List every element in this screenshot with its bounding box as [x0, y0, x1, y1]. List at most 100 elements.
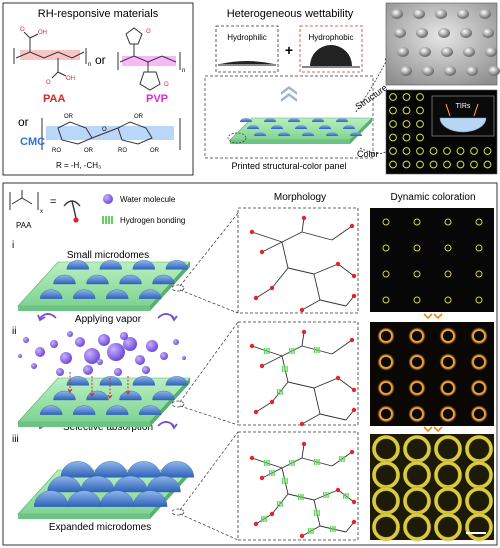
carboxyl-group — [335, 261, 341, 267]
microdome — [39, 289, 63, 299]
color-ring — [444, 244, 452, 252]
hydrogen-bond — [271, 470, 273, 476]
microdome — [271, 125, 283, 129]
color-ring — [389, 93, 397, 101]
hydrogen-bond — [282, 366, 284, 372]
microdome — [53, 274, 76, 285]
stage-2-number: ii — [12, 326, 16, 337]
morphology-box-2 — [237, 321, 359, 426]
hydrogen-bond — [264, 460, 266, 466]
microdome — [326, 132, 338, 136]
hydrogen-bond — [264, 348, 266, 354]
hydrogen-bond — [289, 348, 291, 354]
hydrogen-bond — [279, 389, 281, 395]
coloration-image-1 — [370, 208, 494, 312]
microdome — [132, 260, 156, 270]
hydrogen-bond — [263, 516, 265, 522]
carboxyl-group — [301, 215, 307, 221]
hydrogen-bond — [314, 347, 316, 353]
microdome — [165, 260, 189, 270]
tirs-label: TIRs — [456, 103, 471, 110]
water-molecule — [98, 334, 110, 346]
color-ring — [379, 381, 393, 395]
svg-text:OH: OH — [38, 30, 47, 36]
hydrogen-bond — [308, 528, 310, 534]
water-molecule — [120, 332, 128, 340]
microdome — [152, 390, 175, 401]
pvp-label: PVP — [146, 93, 168, 105]
water-molecule — [160, 352, 168, 360]
stage-1-text: Small microdomes — [67, 250, 149, 261]
svg-text:OR: OR — [84, 148, 94, 154]
svg-text:RO: RO — [118, 148, 127, 154]
morphology-box-1 — [237, 207, 359, 314]
carboxyl-group — [253, 409, 259, 415]
color-ring — [444, 270, 452, 278]
color-ring — [416, 147, 424, 155]
sem-dome — [485, 47, 497, 57]
svg-text:O: O — [46, 80, 51, 86]
carboxyl-group — [351, 273, 357, 279]
color-ring — [389, 106, 397, 115]
paa-structure: O OH O OH n — [13, 27, 91, 86]
up-chevrons — [281, 86, 297, 102]
hydrophilic-box: Hydrophilic — [215, 25, 279, 73]
color-ring — [402, 93, 411, 101]
water-molecule — [60, 352, 72, 364]
hydrogen-bond — [266, 348, 268, 354]
color-ring — [402, 160, 411, 169]
hydrogen-bond — [345, 493, 347, 499]
carboxyl-group — [335, 487, 341, 493]
color-ring — [429, 160, 438, 169]
color-ring — [389, 147, 397, 155]
paa-formula: x = PAA — [9, 190, 81, 230]
microdome — [295, 125, 307, 129]
color-ring — [441, 355, 455, 369]
microdome — [138, 289, 162, 299]
expanded-label: Expanded microdomes — [49, 522, 151, 533]
microdome — [138, 405, 162, 415]
sem-dome — [416, 28, 428, 38]
sem-dome — [397, 47, 409, 57]
color-ring — [379, 407, 393, 421]
color-ring — [443, 147, 451, 155]
color-ring — [416, 160, 424, 169]
structure-arrow — [355, 57, 389, 113]
color-ring — [444, 218, 452, 226]
hydrogen-bond — [316, 459, 318, 465]
microdome — [132, 490, 168, 507]
hydrogen-bond — [293, 348, 295, 354]
carboxyl-group — [351, 293, 357, 299]
hydrogen-bond — [343, 493, 345, 499]
hydrogen-bond — [316, 510, 318, 516]
color-ring — [379, 329, 393, 343]
hydrogen-bond — [281, 501, 283, 507]
pvp-structure: O O n — [117, 27, 185, 91]
svg-text:O: O — [164, 82, 169, 88]
svg-text:OR: OR — [64, 114, 74, 120]
microdome — [350, 132, 362, 136]
color-ring — [472, 407, 486, 421]
carboxyl-group — [249, 343, 255, 349]
sem-dome — [413, 9, 425, 19]
carboxyl-group — [349, 337, 355, 343]
sem-dome — [479, 9, 491, 19]
microdome — [119, 274, 142, 285]
sem-dome — [441, 47, 453, 57]
svg-text:O: O — [20, 27, 25, 33]
hydrogen-bond — [291, 348, 293, 354]
color-ring — [483, 147, 492, 155]
color-ring — [402, 120, 411, 128]
carboxyl-group — [351, 519, 357, 525]
hydrogen-bond — [316, 347, 318, 353]
color-ring — [441, 407, 455, 421]
stage-2-text: Applying vapor — [75, 314, 142, 325]
sem-dome — [466, 66, 478, 76]
sem-dome — [482, 28, 494, 38]
color-ring — [429, 147, 438, 155]
microdome — [66, 376, 90, 386]
sem-dome — [391, 9, 403, 19]
svg-text:RO: RO — [52, 148, 61, 154]
microdome — [39, 405, 63, 415]
